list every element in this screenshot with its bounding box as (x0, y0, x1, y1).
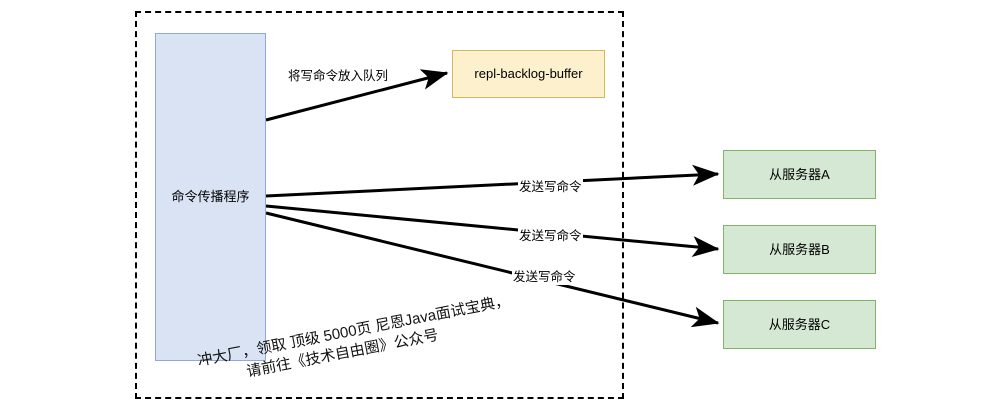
edge-propagation-to-slave-a (265, 164, 720, 198)
edge-label-to-slave-a: 发送写命令 (518, 176, 583, 195)
node-slave-c[interactable]: 从服务器C (723, 300, 876, 349)
node-repl-backlog-buffer-label: repl-backlog-buffer (474, 66, 583, 82)
node-command-propagation[interactable]: 命令传播程序 (155, 33, 266, 361)
edge-propagation-to-buffer (265, 69, 449, 122)
node-slave-b[interactable]: 从服务器B (723, 225, 876, 274)
master-server-region (135, 11, 624, 399)
edge-label-to-slave-b: 发送写命令 (518, 225, 583, 244)
edge-label-to-buffer: 将写命令放入队列 (287, 65, 390, 84)
edge-propagation-to-slave-c (265, 211, 720, 328)
node-slave-a[interactable]: 从服务器A (723, 150, 876, 199)
node-slave-a-label: 从服务器A (769, 166, 830, 182)
edge-label-to-slave-c: 发送写命令 (512, 266, 577, 285)
node-slave-c-label: 从服务器C (768, 316, 831, 332)
node-repl-backlog-buffer[interactable]: repl-backlog-buffer (452, 50, 605, 98)
node-slave-b-label: 从服务器B (769, 241, 830, 257)
node-command-propagation-label: 命令传播程序 (171, 189, 250, 205)
edge-propagation-to-slave-b (265, 204, 720, 258)
